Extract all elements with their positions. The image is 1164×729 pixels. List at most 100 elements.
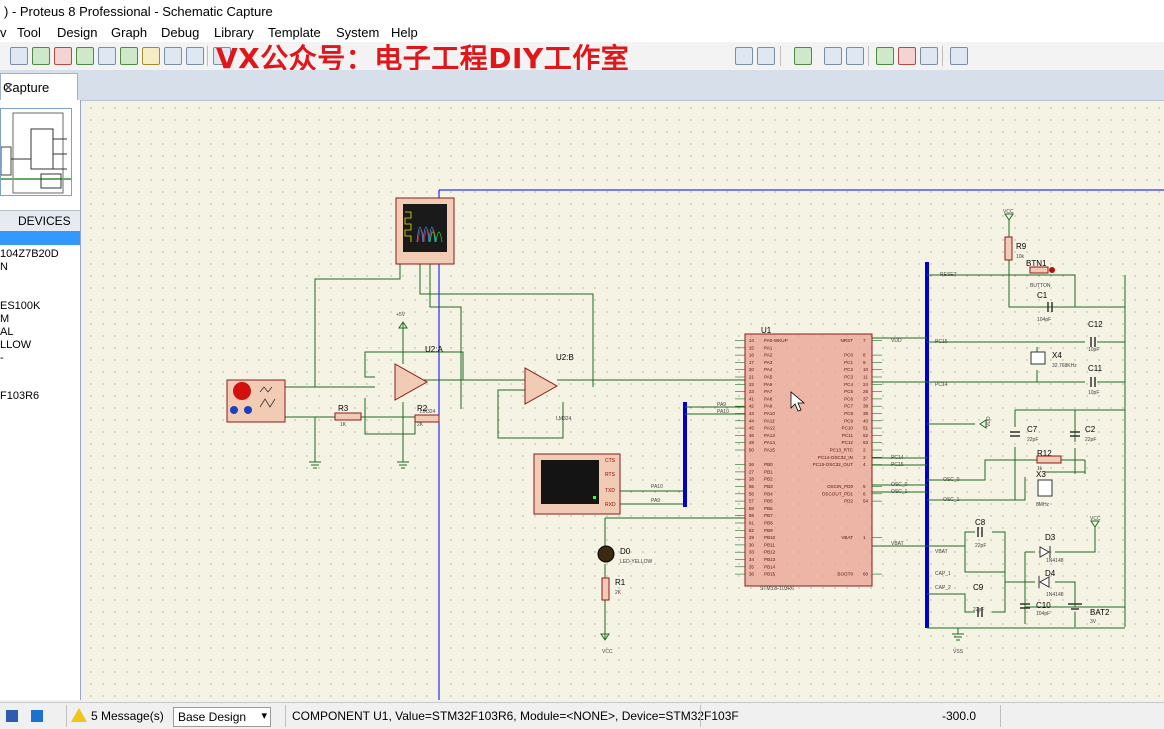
opamp-u2a[interactable] bbox=[394, 363, 429, 401]
grid-icon[interactable] bbox=[98, 47, 116, 65]
u1-pin-number: 40 bbox=[863, 418, 869, 423]
device-item[interactable]: N bbox=[0, 261, 8, 273]
u1-pin-number: 44 bbox=[749, 418, 755, 423]
u1-pin-label: PA11 bbox=[764, 418, 775, 423]
document-icon[interactable] bbox=[164, 47, 182, 65]
net-pc15: PC15 bbox=[935, 339, 948, 345]
menu-view[interactable]: v bbox=[0, 25, 7, 40]
c2-value: 22pF bbox=[1085, 437, 1096, 443]
add-sheet-icon[interactable] bbox=[876, 47, 894, 65]
resistor-r12[interactable] bbox=[1036, 455, 1062, 464]
net-pc15b: PC15 bbox=[891, 462, 904, 468]
menu-tool[interactable]: Tool bbox=[17, 25, 41, 40]
bom-icon[interactable] bbox=[142, 47, 160, 65]
u1-pin-number: 1 bbox=[863, 535, 866, 540]
remove-sheet-icon[interactable] bbox=[898, 47, 916, 65]
message-count[interactable]: 5 Message(s) bbox=[91, 709, 164, 723]
menu-system[interactable]: System bbox=[336, 25, 380, 40]
back-icon[interactable] bbox=[76, 47, 94, 65]
binoculars-icon[interactable] bbox=[824, 47, 842, 65]
overview-window[interactable] bbox=[0, 108, 72, 196]
u1-pin-label: PB11 bbox=[764, 542, 775, 547]
play-icon[interactable] bbox=[6, 710, 18, 722]
u1-pin-label: PC3 bbox=[844, 375, 853, 380]
resistor-r3[interactable] bbox=[334, 412, 362, 421]
device-item[interactable]: F103R6 bbox=[0, 390, 40, 402]
mcu-u1[interactable] bbox=[744, 333, 873, 587]
led-d0[interactable] bbox=[597, 545, 615, 563]
net-cap2: CAP_2 bbox=[935, 585, 951, 591]
u1-pin-label: PA6 bbox=[764, 382, 773, 387]
toolbar-separator bbox=[207, 46, 208, 66]
menu-design[interactable]: Design bbox=[57, 25, 98, 40]
crystal-x4[interactable] bbox=[1030, 351, 1046, 365]
c10-ref: C10 bbox=[1036, 601, 1051, 610]
globe-icon[interactable] bbox=[213, 47, 231, 65]
u1-pin-label: PA1 bbox=[764, 345, 773, 350]
device-item[interactable]: LLOW bbox=[0, 339, 32, 351]
notes-icon[interactable] bbox=[186, 47, 204, 65]
tools-icon[interactable] bbox=[846, 47, 864, 65]
u1-pin-number: 62 bbox=[749, 528, 755, 533]
u1-pin-label: PA12 bbox=[764, 426, 775, 431]
warning-icon bbox=[71, 708, 87, 722]
wrench-icon[interactable] bbox=[757, 47, 775, 65]
net-pc14b: PC14 bbox=[891, 455, 904, 461]
u1-pin-number: 10 bbox=[863, 367, 869, 372]
menu-library[interactable]: Library bbox=[214, 25, 254, 40]
exit-sheet-icon[interactable] bbox=[920, 47, 938, 65]
u1-pin-label: PA14 bbox=[764, 440, 775, 445]
u1-pin-number: 35 bbox=[749, 564, 755, 569]
u1-pin-label: PA15 bbox=[764, 448, 775, 453]
resistor-r2[interactable] bbox=[414, 414, 440, 423]
netlist-icon[interactable] bbox=[794, 47, 812, 65]
design-explorer-icon[interactable] bbox=[950, 47, 968, 65]
home-icon[interactable] bbox=[10, 47, 28, 65]
menu-template[interactable]: Template bbox=[268, 25, 321, 40]
tab-bar: Capture ✕ bbox=[0, 70, 1164, 101]
u1-pin-label: PC0 bbox=[844, 353, 853, 358]
u1-pin-label: PC6 bbox=[844, 396, 853, 401]
menu-graph[interactable]: Graph bbox=[111, 25, 148, 40]
vcc-bottom-label: VCC bbox=[602, 649, 613, 655]
u2b-ref: U2:B bbox=[556, 353, 574, 362]
net-pa9b: PA9 bbox=[651, 498, 660, 504]
tab-schematic-capture[interactable]: Capture ✕ bbox=[0, 73, 78, 101]
watermark-text: VX公众号：电子工程DIY工作室 bbox=[216, 42, 630, 75]
device-item[interactable]: ES100K bbox=[0, 300, 41, 312]
close-icon[interactable]: ✕ bbox=[3, 80, 14, 95]
button-btn1[interactable] bbox=[1029, 266, 1049, 274]
u1-pin-label: VBAT bbox=[841, 535, 853, 540]
u1-pin-label: PB9 bbox=[764, 528, 773, 533]
schematic-canvas[interactable]: U1 STM32F103R6 U2:A U2:B LM324 LM324 +5V… bbox=[85, 102, 1164, 700]
device-item[interactable]: M bbox=[0, 313, 10, 325]
toolbar bbox=[0, 42, 1164, 71]
mouse-cursor-icon bbox=[790, 391, 806, 412]
device-item[interactable]: 104Z7B20D bbox=[0, 248, 59, 260]
device-item[interactable]: AL bbox=[0, 326, 14, 338]
u1-pin-number: 54 bbox=[863, 499, 869, 504]
u1-pin-label: PA4 bbox=[764, 367, 773, 372]
net-vdd: VDD bbox=[891, 338, 902, 344]
btn1-value: BUTTON bbox=[1030, 283, 1051, 289]
d3-value: 1N4148 bbox=[1046, 558, 1064, 564]
menu-help[interactable]: Help bbox=[391, 25, 418, 40]
opamp-u2b[interactable] bbox=[524, 367, 559, 405]
vt-txd: TXD bbox=[605, 488, 615, 494]
resistor-r9[interactable] bbox=[1004, 236, 1013, 261]
resistor-r1[interactable] bbox=[601, 577, 610, 601]
stop-icon[interactable] bbox=[31, 710, 43, 722]
r12-ref: R12 bbox=[1037, 449, 1052, 458]
u1-pin-label: PB2 bbox=[764, 477, 773, 482]
menu-debug[interactable]: Debug bbox=[161, 25, 200, 40]
device-item[interactable]: - bbox=[0, 352, 4, 364]
design-select[interactable]: Base Design ▾ bbox=[173, 707, 271, 727]
crystal-x3[interactable] bbox=[1037, 479, 1053, 497]
chip-icon[interactable] bbox=[54, 47, 72, 65]
status-bar: 5 Message(s) Base Design ▾ COMPONENT U1,… bbox=[0, 702, 1164, 729]
device-selected-row[interactable] bbox=[0, 231, 80, 245]
devices-header[interactable]: DEVICES bbox=[0, 210, 80, 232]
wand-icon[interactable] bbox=[735, 47, 753, 65]
component-mode-icon[interactable] bbox=[32, 47, 50, 65]
pcb-icon[interactable] bbox=[120, 47, 138, 65]
